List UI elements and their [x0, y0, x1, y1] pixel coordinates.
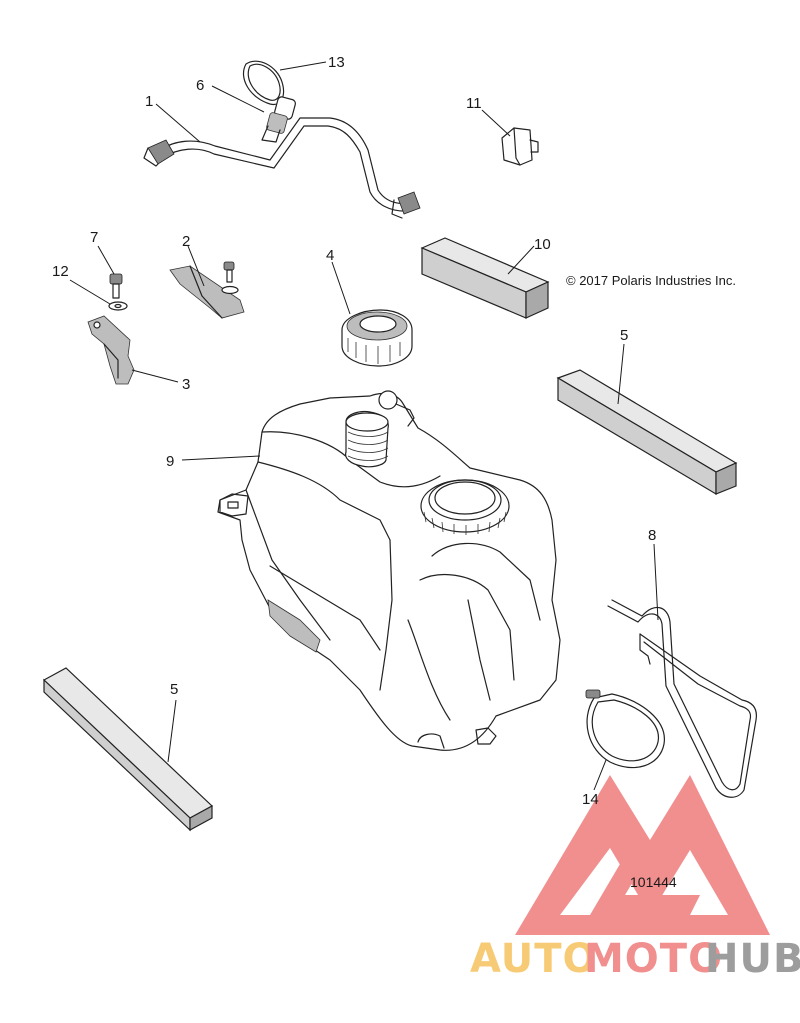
- leader-5-right: [617, 343, 625, 405]
- callout-5-left: 5: [170, 681, 178, 698]
- callout-5-right: 5: [620, 327, 628, 344]
- leader-6: [211, 85, 265, 113]
- part-13-clamp: [242, 60, 285, 106]
- part-14-clamp: [585, 689, 665, 769]
- watermark-logo: AUTO MOTO HUB: [470, 775, 800, 982]
- callout-9: 9: [166, 453, 174, 470]
- leader-lines: [69, 61, 659, 791]
- part-7-bolt: [109, 273, 123, 299]
- leader-7: [97, 245, 115, 275]
- part-6-fitting: [261, 96, 296, 143]
- part-1-vent-hose: [143, 117, 421, 219]
- leader-1: [155, 103, 201, 143]
- leader-2: [187, 245, 205, 287]
- callout-1: 1: [145, 93, 153, 110]
- part-5-foam-left: [42, 667, 214, 832]
- part-5-foam-right: [556, 369, 738, 496]
- copyright-text: © 2017 Polaris Industries Inc.: [566, 273, 736, 288]
- callout-12: 12: [52, 263, 69, 280]
- part-3-bracket: [87, 315, 135, 385]
- callout-11: 11: [466, 95, 482, 112]
- watermark-text-moto: MOTO: [584, 936, 723, 982]
- logo-inner-mark: [590, 830, 700, 915]
- callout-8: 8: [648, 527, 656, 544]
- part-10-foam: [420, 237, 550, 319]
- leader-9: [181, 455, 261, 461]
- part-2-bracket: [169, 261, 245, 319]
- leader-5-left: [167, 699, 177, 763]
- leader-10: [507, 245, 535, 275]
- watermark-text-hub: HUB: [705, 936, 800, 982]
- leader-8: [653, 543, 659, 621]
- callout-7: 7: [90, 229, 98, 246]
- callout-3: 3: [182, 376, 190, 393]
- leader-11: [481, 109, 511, 137]
- callout-10: 10: [534, 236, 551, 253]
- part-9-fuel-tank: [217, 390, 561, 751]
- callout-14: 14: [582, 791, 599, 808]
- leader-13: [279, 61, 327, 71]
- callout-2: 2: [182, 233, 190, 250]
- watermark-text-auto: AUTO: [470, 936, 598, 982]
- leader-3: [131, 369, 179, 383]
- leader-14: [593, 759, 607, 791]
- part-8-hose: [607, 599, 757, 798]
- leader-12: [69, 279, 111, 305]
- figure-number: 101444: [630, 874, 677, 890]
- callout-6: 6: [196, 77, 204, 94]
- part-11-clip: [501, 127, 539, 166]
- callout-4: 4: [326, 247, 334, 264]
- callout-numbers: 13 6 1 11 10 7 2 12 4 5 3 9 8 5 14: [52, 54, 656, 808]
- part-12-washer: [108, 301, 128, 311]
- leader-4: [331, 261, 351, 315]
- callout-13: 13: [328, 54, 345, 71]
- part-4-fuel-cap: [341, 309, 413, 367]
